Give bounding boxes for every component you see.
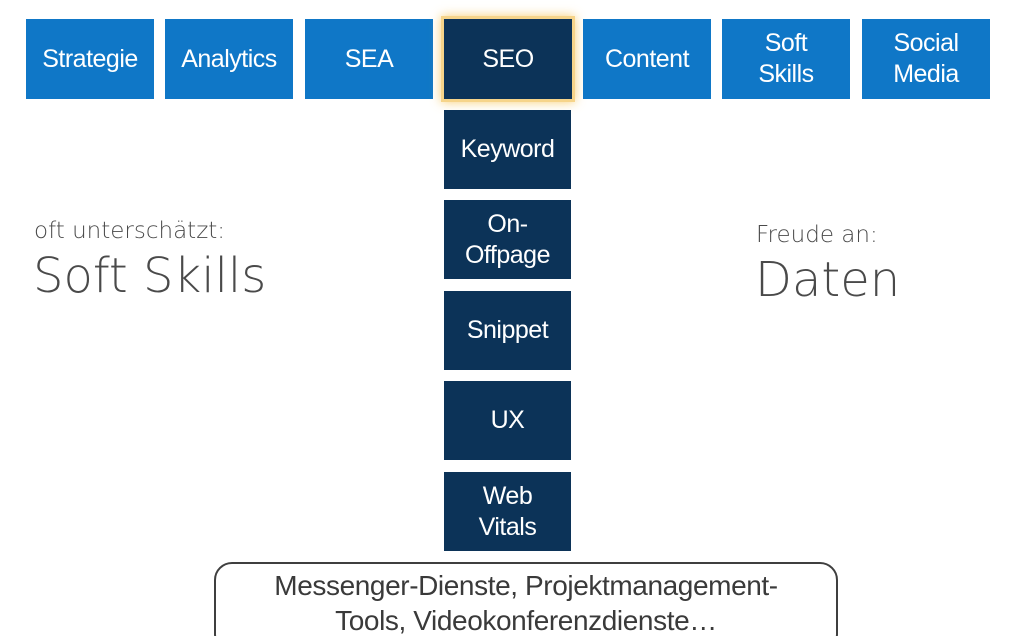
tab-label-line-1: Social — [893, 29, 959, 57]
seo-item-web-vitals[interactable]: Web Vitals — [444, 472, 571, 551]
seo-item-label-line-2: Offpage — [464, 240, 551, 269]
right-note-small: Freude an: — [756, 222, 878, 248]
left-note-small: oft unterschätzt: — [34, 218, 226, 244]
seo-item-label: Keyword — [460, 135, 555, 163]
seo-item-ux[interactable]: UX — [444, 381, 571, 460]
seo-item-label-line-1: Web — [482, 481, 533, 510]
left-note-big: Soft Skills — [33, 248, 267, 304]
tab-label: Strategie — [42, 44, 138, 73]
tab-sea[interactable]: SEA — [305, 19, 433, 99]
tab-label: Analytics — [181, 44, 277, 73]
tab-strategie[interactable]: Strategie — [26, 19, 154, 99]
seo-item-label: UX — [490, 406, 525, 434]
seo-item-on-offpage[interactable]: On- Offpage — [444, 200, 571, 279]
seo-item-label-line-2: Vitals — [478, 512, 537, 541]
tab-label-line-2: Media — [893, 60, 959, 88]
tab-label: Content — [604, 44, 690, 73]
tab-content[interactable]: Content — [583, 19, 711, 99]
tab-label-line-1: Soft — [764, 29, 808, 57]
tab-soft-skills[interactable]: Soft Skills — [722, 19, 850, 99]
tab-analytics[interactable]: Analytics — [165, 19, 293, 99]
seo-item-snippet[interactable]: Snippet — [444, 291, 571, 370]
seo-item-label-line-1: On- — [487, 209, 528, 238]
seo-item-label: Snippet — [466, 316, 549, 344]
tab-label-line-2: Skills — [758, 60, 814, 88]
tab-seo[interactable]: SEO — [444, 19, 572, 99]
tools-box: Messenger-Dienste, Projektmanagement- To… — [214, 562, 838, 636]
tab-social-media[interactable]: Social Media — [862, 19, 990, 99]
tab-label: SEO — [482, 44, 534, 73]
tools-box-line-1: Messenger-Dienste, Projektmanagement- — [274, 570, 778, 601]
tab-label: SEA — [344, 44, 394, 73]
seo-item-keyword[interactable]: Keyword — [444, 110, 571, 189]
tools-box-line-2: Tools, Videokonferenzdienste… — [335, 605, 717, 636]
right-note-big: Daten — [755, 252, 901, 308]
